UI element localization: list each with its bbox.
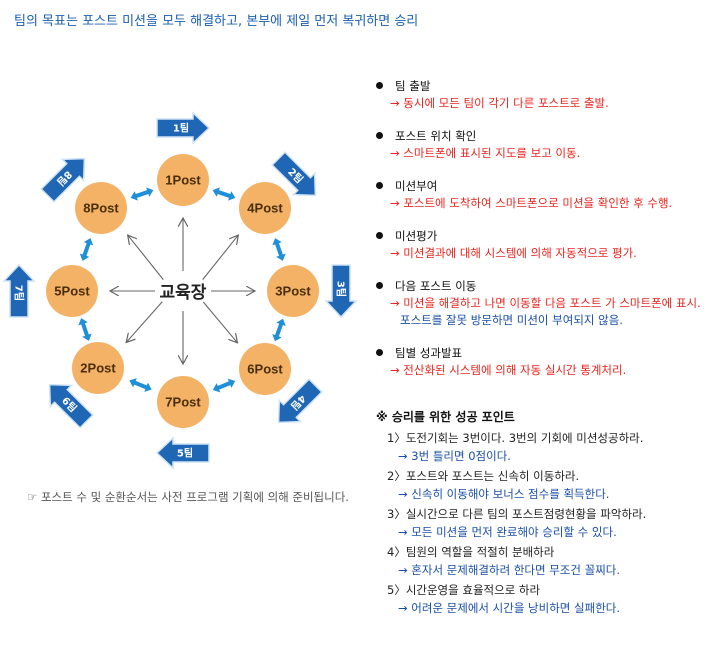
step-item: 미션부여 → 포스트에 도착하여 스마트폰으로 미션을 확인한 후 수행.	[376, 178, 721, 212]
bullet-icon	[376, 349, 383, 356]
success-point-text: 1〉도전기회는 3번이다. 3번의 기회에 미션성공하라.	[387, 431, 644, 445]
post-6: 6Post	[239, 343, 291, 395]
link-double-arrow	[130, 187, 154, 201]
page-headline: 팀의 목표는 포스트 미션을 모두 해결하고, 본부에 제일 먼저 복귀하면 승…	[14, 14, 419, 29]
center-education-hall: 교육장	[160, 283, 207, 303]
bullet-icon	[376, 282, 383, 289]
post-5: 5Post	[46, 265, 98, 317]
success-point-text: 3〉실시간으로 다른 팀의 포스트점령현황을 파악하라.	[387, 507, 647, 521]
success-point-sub: → 신속히 이동해야 보너스 점수를 획득한다.	[398, 487, 610, 501]
post-7: 7Post	[157, 376, 209, 428]
team-label: 1팀	[173, 123, 189, 135]
step-title: 미션평가	[395, 229, 438, 243]
team-label: 3팀	[335, 281, 347, 297]
spoke-arrow	[128, 235, 164, 280]
link-double-arrow	[129, 378, 152, 392]
post-label: 4Post	[247, 201, 283, 216]
step-title: 포스트 위치 확인	[395, 129, 477, 143]
post-label: 5Post	[54, 284, 90, 299]
team-arrow: 8팀	[40, 157, 86, 203]
team-arrow: 2팀	[271, 151, 317, 197]
success-point: 4〉팀원의 역할을 적절히 분배하라 → 혼자서 문제해결하려 한다면 무조건 …	[376, 544, 721, 580]
step-description: → 미션결과에 대해 시스템에 의해 자동적으로 평가.	[390, 246, 637, 260]
success-point: 5〉시간운영을 효율적으로 하라 → 어려운 문제에서 시간을 낭비하면 실패한…	[376, 582, 721, 618]
step-description: → 포스트에 도착하여 스마트폰으로 미션을 확인한 후 수행.	[390, 196, 673, 210]
step-item: 포스트 위치 확인 → 스마트폰에 표시된 지도를 보고 이동.	[376, 128, 721, 162]
team-arrow: 7팀	[2, 263, 36, 318]
success-point-sub: → 혼자서 문제해결하려 한다면 무조건 꼴찌다.	[398, 563, 621, 577]
post-circles: 1Post 4Post 3Post 6Post 7Post 2Post 5Post 8Post	[46, 154, 319, 428]
spoke-arrow	[126, 301, 163, 343]
step-title: 미션부여	[395, 179, 438, 193]
success-point-sub: → 모든 미션을 먼저 완료해야 승리할 수 있다.	[398, 525, 617, 539]
link-double-arrow	[212, 187, 236, 201]
step-title: 다음 포스트 이동	[395, 279, 477, 293]
post-label: 7Post	[165, 395, 201, 410]
success-points-title: ※ 승리를 위한 성공 포인트	[376, 410, 515, 424]
post-8: 8Post	[75, 182, 127, 234]
team-arrow: 4팀	[277, 378, 323, 424]
post-label: 8Post	[83, 201, 119, 216]
link-double-arrow	[212, 378, 236, 393]
team-arrow: 3팀	[324, 264, 358, 319]
success-point-text: 5〉시간운영을 효율적으로 하라	[387, 583, 541, 597]
post-label: 3Post	[275, 284, 311, 299]
post-rotation-diagram: 1팀 2팀 3팀 4팀 5팀 6팀 7팀 8팀 1Post 4Post 3Post 6Post 7Po…	[2, 111, 358, 470]
post-2: 2Post	[72, 342, 124, 394]
team-arrow: 1팀	[156, 111, 211, 145]
post-label: 6Post	[247, 362, 283, 377]
step-description-extra: 포스트를 잘못 방문하면 미션이 부여되지 않음.	[400, 313, 623, 327]
spoke-arrow	[202, 301, 237, 343]
post-label: 1Post	[165, 173, 201, 188]
success-points: ※ 승리를 위한 성공 포인트 1〉도전기회는 3번이다. 3번의 기회에 미션…	[376, 408, 721, 620]
step-description: → 미션을 해결하고 나면 이동할 다음 포스트 가 스마트폰에 표시.	[390, 296, 701, 310]
success-point-text: 2〉포스트와 포스트는 신속히 이동하라.	[387, 469, 580, 483]
success-point: 1〉도전기회는 3번이다. 3번의 기회에 미션성공하라. → 3번 틀리면 0…	[376, 430, 721, 466]
team-arrows: 1팀 2팀 3팀 4팀 5팀 6팀 7팀 8팀	[2, 111, 358, 470]
link-double-arrow	[272, 318, 286, 342]
success-point-sub: → 3번 틀리면 0점이다.	[398, 449, 511, 463]
step-description: → 동시에 모든 팀이 각기 다른 포스트로 출발.	[390, 96, 609, 110]
center-spokes	[110, 218, 255, 364]
step-item: 미션평가 → 미션결과에 대해 시스템에 의해 자동적으로 평가.	[376, 228, 721, 262]
link-double-arrow	[272, 238, 286, 261]
step-item: 다음 포스트 이동 → 미션을 해결하고 나면 이동할 다음 포스트 가 스마트…	[376, 278, 721, 329]
step-item: 팀별 성과발표 → 전산화된 시스템에 의해 자동 실시간 통계처리.	[376, 345, 721, 379]
bullet-icon	[376, 82, 383, 89]
post-4: 4Post	[239, 182, 291, 234]
step-description: → 전산화된 시스템에 의해 자동 실시간 통계처리.	[390, 363, 627, 377]
bullet-icon	[376, 232, 383, 239]
team-label: 5팀	[177, 448, 193, 460]
step-description: → 스마트폰에 표시된 지도를 보고 이동.	[390, 146, 581, 160]
diagram-note: ☞ 포스트 수 및 순환순서는 사전 프로그램 기획에 의해 준비됩니다.	[27, 490, 349, 504]
step-title: 팀 출발	[395, 79, 431, 93]
link-double-arrow	[79, 238, 94, 261]
team-label: 7팀	[13, 285, 25, 301]
success-point: 3〉실시간으로 다른 팀의 포스트점령현황을 파악하라. → 모든 미션을 먼저…	[376, 506, 721, 542]
step-item: 팀 출발 → 동시에 모든 팀이 각기 다른 포스트로 출발.	[376, 78, 721, 112]
process-steps: 팀 출발 → 동시에 모든 팀이 각기 다른 포스트로 출발. 포스트 위치 확…	[376, 78, 721, 395]
post-link-arrows	[78, 187, 286, 393]
success-point: 2〉포스트와 포스트는 신속히 이동하라. → 신속히 이동해야 보너스 점수를…	[376, 468, 721, 504]
post-1: 1Post	[157, 154, 209, 206]
post-label: 2Post	[80, 361, 116, 376]
team-arrow: 6팀	[48, 383, 94, 429]
bullet-icon	[376, 132, 383, 139]
post-3: 3Post	[267, 265, 319, 317]
bullet-icon	[376, 182, 383, 189]
team-arrow: 5팀	[155, 436, 210, 470]
spoke-arrow	[202, 235, 239, 280]
success-point-sub: → 어려운 문제에서 시간을 낭비하면 실패한다.	[398, 601, 621, 615]
step-title: 팀별 성과발표	[395, 346, 463, 360]
link-double-arrow	[78, 318, 92, 341]
success-point-text: 4〉팀원의 역할을 적절히 분배하라	[387, 545, 555, 559]
